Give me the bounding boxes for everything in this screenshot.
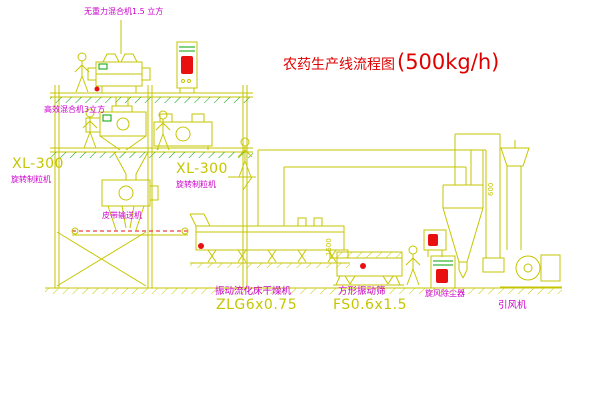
granulator-upper bbox=[153, 113, 213, 150]
diagram-title: 农药生产线流程图 (500kg/h) bbox=[283, 50, 499, 74]
control-cabinet-mid bbox=[423, 229, 447, 257]
label-gravity-mixer: 无重力混合机1.5 立方 bbox=[84, 7, 164, 16]
title-text: 农药生产线流程图 bbox=[283, 57, 395, 73]
label-dryer-model: ZLG6x0.75 bbox=[216, 297, 298, 313]
induced-draft-fan bbox=[500, 254, 562, 288]
dimension-1500: 1500 bbox=[325, 238, 333, 256]
exhaust-ducting bbox=[257, 149, 484, 226]
label-dryer-name: 振动流化床干燥机 bbox=[215, 286, 292, 297]
label-high-efficiency-mixer: 高效混合机3立方 bbox=[44, 105, 106, 114]
label-granulator-left-name: 旋转制粒机 bbox=[11, 175, 51, 184]
cyclone-separator bbox=[442, 134, 484, 279]
title-capacity: (500kg/h) bbox=[397, 50, 500, 74]
label-granulator-center-model: XL-300 bbox=[176, 161, 228, 177]
worker-icon bbox=[74, 52, 90, 93]
vibrating-screen bbox=[333, 251, 404, 286]
label-screen-model: FS0.6x1.5 bbox=[333, 297, 408, 313]
label-granulator-center-name: 旋转制粒机 bbox=[176, 180, 216, 189]
label-cyclone: 旋风除尘器 bbox=[425, 289, 465, 298]
exhaust-stack bbox=[500, 140, 530, 250]
worker-icon bbox=[155, 110, 171, 151]
control-cabinet-lower bbox=[430, 255, 456, 289]
label-fan: 引风机 bbox=[498, 300, 527, 311]
structure-frame bbox=[45, 85, 562, 294]
worker-icon bbox=[405, 245, 421, 286]
control-cabinet-upper bbox=[176, 41, 198, 93]
high-efficiency-mixer bbox=[85, 97, 147, 151]
dimension-600: 600 bbox=[487, 182, 495, 196]
gravity-mixer bbox=[87, 20, 151, 93]
worker-icon bbox=[82, 108, 98, 149]
label-screen-name: 方形振动筛 bbox=[338, 286, 386, 297]
label-granulator-left-model: XL-300 bbox=[12, 156, 64, 172]
granulator-lower bbox=[101, 151, 159, 231]
fan-duct bbox=[455, 133, 505, 273]
belt-conveyor bbox=[71, 227, 189, 236]
label-belt-conveyor: 皮带输送机 bbox=[102, 211, 142, 220]
